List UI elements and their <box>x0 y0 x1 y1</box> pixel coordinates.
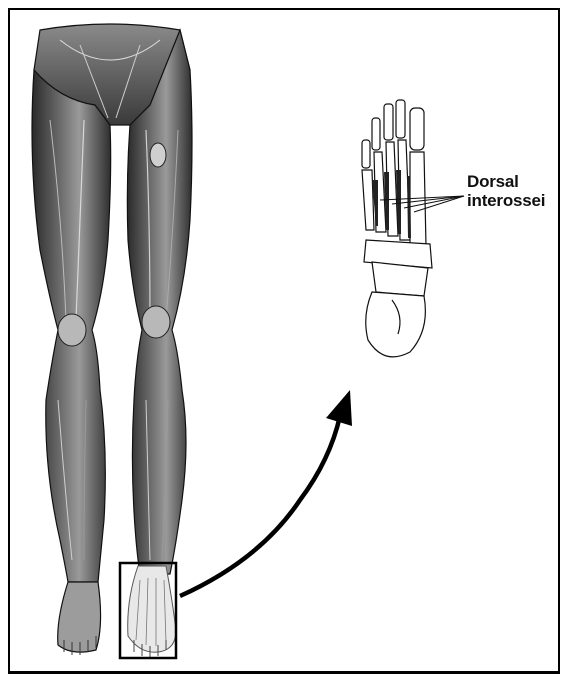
left-leg <box>32 70 111 655</box>
arrow <box>180 390 352 596</box>
dorsal-label-line1: Dorsal <box>467 172 519 191</box>
dorsal-label-line2: interossei <box>467 191 545 210</box>
foot-skeleton <box>362 100 432 357</box>
highlighted-foot <box>128 566 176 657</box>
